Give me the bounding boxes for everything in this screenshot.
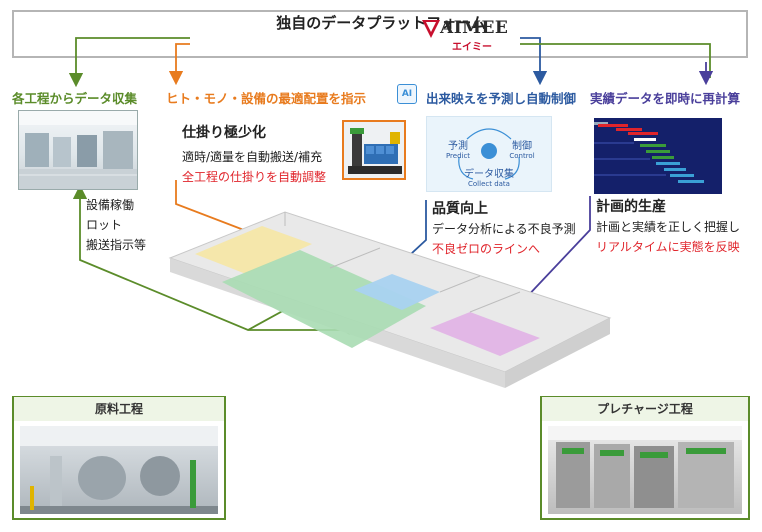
quality-line2: 不良ゼロのラインへ: [432, 242, 541, 256]
collect-item-1: 設備稼働: [86, 198, 135, 212]
quality-line1: データ分析による不良予測: [432, 222, 576, 236]
wip-line2: 全工程の仕掛りを自動調整: [182, 170, 327, 184]
gantt-chart-image: [594, 122, 704, 183]
ai-icon: AI: [397, 84, 417, 104]
collect-item-3: 搬送指示等: [86, 238, 147, 252]
precharge-process-image: [548, 426, 742, 508]
header-placement: ヒト・モノ・設備の最適配置を指示: [166, 91, 367, 106]
arrow-green-right: [520, 43, 711, 78]
precharge-process-photo: [548, 426, 742, 514]
arrow-green-top: [68, 37, 190, 88]
platform-title: 独自のデータプラットフォーム: [0, 12, 762, 33]
factory-floor-plan: [168, 211, 612, 388]
logo-word: AIMEE: [440, 18, 509, 38]
precharge-process-title: プレチャージ工程: [542, 397, 748, 421]
arrow-green-floor: [72, 184, 350, 331]
agv-photo: [342, 120, 406, 180]
planning-line1: 計画と実績を正しく把握し: [596, 220, 741, 234]
zone-green: [222, 250, 426, 348]
planning-title: 計画的生産: [596, 199, 666, 215]
wip-line1: 適時/適量を自動搬送/補充: [182, 150, 323, 164]
aimee-logo-mark-icon: [422, 20, 440, 38]
raw-process-box: 原料工程: [12, 396, 226, 520]
arrow-orange-top: [168, 43, 190, 86]
schedule-gantt-screen: [594, 118, 722, 194]
aimee-logo: AIMEE エイミー: [418, 18, 516, 53]
planning-line2: リアルタイムに実態を反映: [596, 240, 740, 254]
quality-title: 品質向上: [432, 201, 488, 217]
header-recalc: 実績データを即時に再計算: [590, 91, 741, 106]
factory-interior-image: [19, 111, 137, 189]
header-collect: 各工程からデータ収集: [12, 91, 138, 106]
ai-cycle-diagram: [458, 128, 520, 180]
zone-yellow: [195, 226, 312, 274]
header-predict: 出来映えを予測し自動制御: [426, 91, 577, 106]
arrow-orange-floor: [175, 180, 277, 245]
raw-process-title: 原料工程: [14, 397, 224, 421]
agv-robot-image: [348, 128, 402, 174]
arrow-blue-top: [520, 37, 548, 86]
raw-process-image: [20, 426, 218, 514]
precharge-process-box: プレチャージ工程: [540, 396, 750, 520]
collect-item-2: ロット: [86, 218, 123, 232]
wip-title: 仕掛り極少化: [182, 125, 266, 141]
logo-kana: エイミー: [452, 42, 492, 53]
raw-process-photo: [20, 426, 218, 514]
zone-blue: [354, 274, 440, 310]
zone-purple: [430, 312, 540, 356]
factory-interior-photo: [18, 110, 138, 190]
